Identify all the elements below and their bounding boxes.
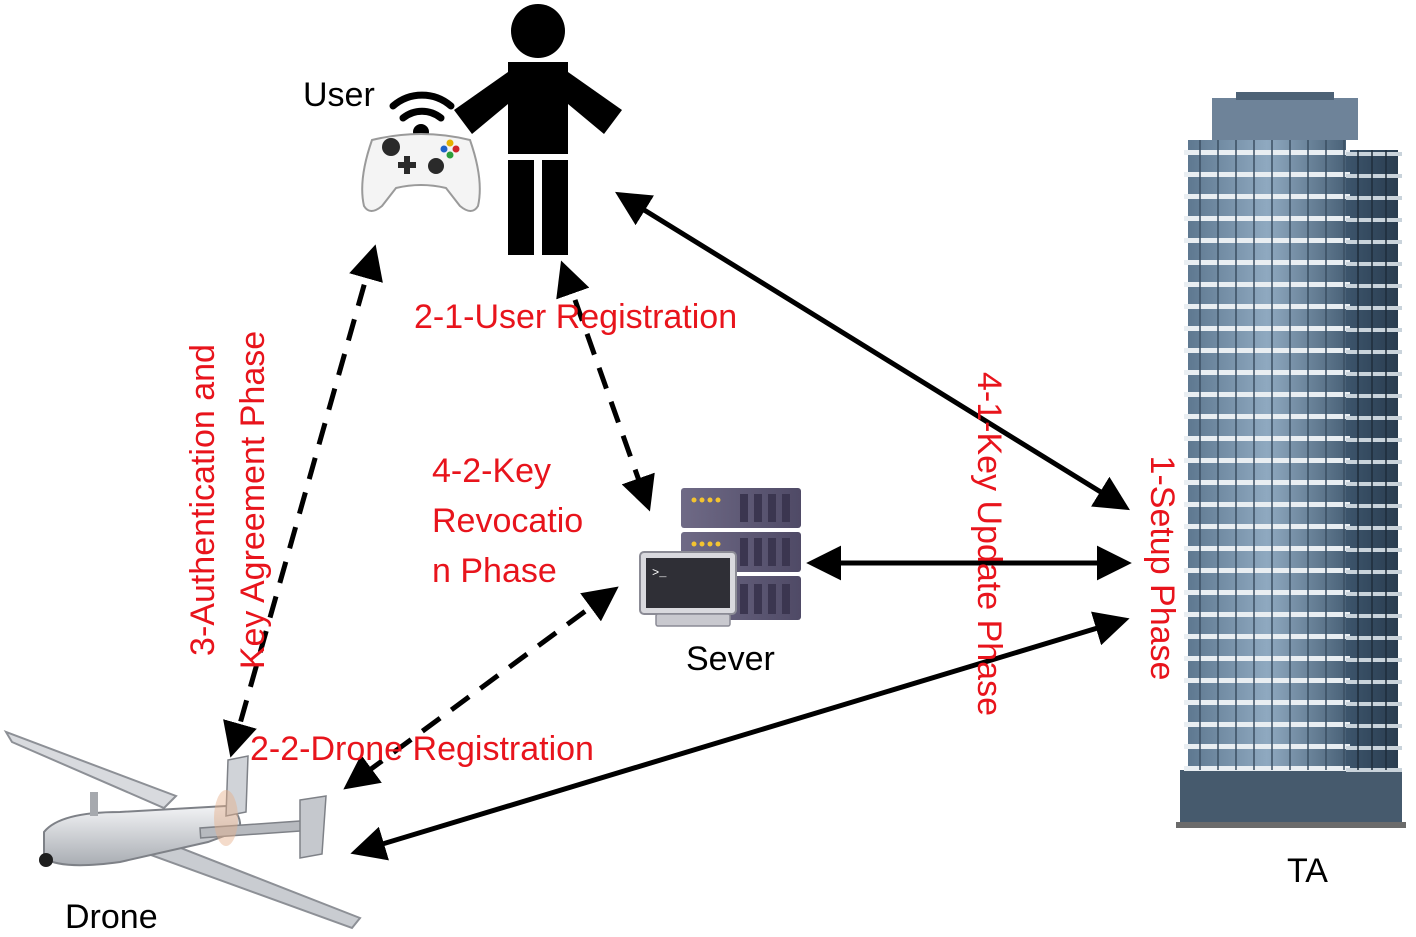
arrow-user-server: [556, 260, 655, 512]
building-floor-band: [1184, 568, 1350, 573]
building-side-band: [1346, 328, 1402, 332]
building-floor-band: [1184, 282, 1350, 287]
building-floor-band: [1184, 392, 1350, 397]
building-floor-band: [1184, 150, 1350, 155]
building-side-band: [1346, 174, 1402, 178]
building-side-band: [1346, 152, 1402, 156]
phase-key-revocation: 4-2-Key Revocatio n Phase: [432, 446, 632, 596]
phase-authentication-line-2: Key Agreement Phase: [234, 330, 272, 670]
building-side-band: [1346, 504, 1402, 508]
phase-user-registration: 2-1-User Registration: [414, 298, 738, 336]
building-floor-band: [1184, 722, 1350, 727]
building-floor-band: [1184, 194, 1350, 199]
building-floor-band: [1184, 612, 1350, 617]
building-side-band: [1346, 350, 1402, 354]
building-floor-band: [1184, 634, 1350, 639]
building-floor-band: [1184, 766, 1350, 771]
building-floor-band: [1184, 326, 1350, 331]
arrow-server-drone: [343, 586, 619, 790]
building-floor-band: [1184, 414, 1350, 419]
building-floor-band: [1184, 524, 1350, 529]
building-side-band: [1346, 460, 1402, 464]
building-side-band: [1346, 306, 1402, 310]
building-floor-band: [1184, 744, 1350, 749]
phase-setup: 1-Setup Phase: [1143, 455, 1181, 681]
building-side-band: [1346, 724, 1402, 728]
building-floor-band: [1184, 656, 1350, 661]
building-mullions: [1199, 140, 1387, 770]
phase-key-update: 4-1-Key Update Phase: [970, 372, 1008, 716]
server-label: Sever: [686, 640, 775, 678]
building-floor-band: [1184, 238, 1350, 243]
building-floor-band: [1184, 436, 1350, 441]
arrow-user-ta: [615, 191, 1130, 511]
building-side-band: [1346, 416, 1402, 420]
building-floor-band: [1184, 304, 1350, 309]
building-side-band: [1346, 394, 1402, 398]
phase-drone-registration: 2-2-Drone Registration: [250, 730, 594, 768]
building-floor-band: [1184, 590, 1350, 595]
building-side-band: [1346, 592, 1402, 596]
building-side-band: [1346, 482, 1402, 486]
server-rack-icon: >_: [639, 488, 801, 627]
building-floor-band: [1184, 260, 1350, 265]
phase-key-revocation-line-3: n Phase: [432, 552, 557, 590]
phase-key-revocation-line-2: Revocatio: [432, 502, 584, 540]
building-floor-band: [1184, 480, 1350, 485]
building-side-band: [1346, 218, 1402, 222]
building-floor-band: [1184, 502, 1350, 507]
building-floors: [1184, 150, 1402, 772]
building-side-band: [1346, 240, 1402, 244]
phase-authentication-line-1: 3-Authentication and: [184, 344, 222, 656]
building-floor-band: [1184, 546, 1350, 551]
arrow-drone-ta: [350, 611, 1130, 861]
phase-key-revocation-line-1: 4-2-Key: [432, 452, 552, 490]
building-floor-band: [1184, 700, 1350, 705]
user-label: User: [303, 76, 375, 114]
building-side-band: [1346, 680, 1402, 684]
ta-label: TA: [1287, 852, 1328, 890]
building-side-band: [1346, 372, 1402, 376]
arrow-controller-drone: [223, 244, 383, 758]
connections: [223, 191, 1132, 861]
building-side-band: [1346, 614, 1402, 618]
building-floor-band: [1184, 458, 1350, 463]
building-side-band: [1346, 438, 1402, 442]
building-side-band: [1346, 570, 1402, 574]
drone-label: Drone: [65, 898, 158, 936]
building-side-band: [1346, 548, 1402, 552]
building-side-band: [1346, 702, 1402, 706]
building-side-band: [1346, 526, 1402, 530]
building-side-band: [1346, 658, 1402, 662]
building-side-band: [1346, 262, 1402, 266]
skyscraper-icon: [1176, 92, 1406, 828]
game-controller-icon: [361, 91, 481, 212]
building-side-band: [1346, 636, 1402, 640]
building-side-band: [1346, 746, 1402, 750]
phase-authentication: 3-Authentication and Key Agreement Phase: [178, 320, 278, 680]
building-floor-band: [1184, 348, 1350, 353]
building-floor-band: [1184, 172, 1350, 177]
building-side-band: [1346, 768, 1402, 772]
svg-text:>_: >_: [652, 566, 667, 580]
person-icon: [454, 4, 622, 255]
building-floor-band: [1184, 678, 1350, 683]
building-floor-band: [1184, 370, 1350, 375]
building-side-band: [1346, 284, 1402, 288]
building-side-band: [1346, 196, 1402, 200]
building-floor-band: [1184, 216, 1350, 221]
fixed-wing-drone-icon: [3, 730, 362, 930]
